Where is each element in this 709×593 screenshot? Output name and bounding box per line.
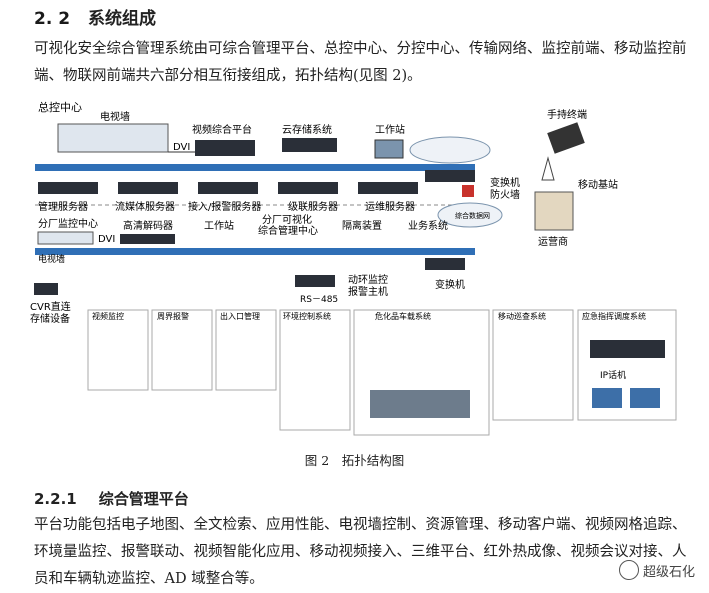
video-platform-device (195, 140, 255, 156)
backbone-bus-bottom (35, 248, 475, 255)
ops-server-device (358, 182, 418, 194)
label-fe-patrol: 移动巡查系统 (498, 311, 546, 321)
mgmt-server-device (38, 182, 98, 194)
section-number: 2. 2 (34, 9, 71, 29)
section-heading: 2. 2 系统组成 (34, 4, 156, 29)
label-cloud-storage: 云存储系统 (282, 123, 332, 136)
data-net-cloud (437, 202, 503, 228)
label-rs485: RS－485 (300, 295, 338, 305)
label-hq: 总控中心 (38, 100, 82, 114)
label-carrier: 运营商 (538, 235, 568, 248)
section-title: 系统组成 (88, 9, 157, 29)
figure-caption: 图 2 拓扑结构图 (304, 453, 405, 468)
label-dvi-1: DVI (173, 142, 190, 153)
firewall-device (462, 185, 474, 197)
fe-video-panel (87, 309, 149, 391)
label-media-server: 流媒体服务器 (115, 200, 175, 213)
fe-env-panel (279, 309, 351, 431)
dispatch-screen-1 (592, 388, 622, 408)
workstation-1-device (374, 139, 404, 159)
mobile-tower (541, 156, 555, 181)
watermark-text: 超级石化 (642, 564, 695, 580)
label-branch: 分厂监控中心 (38, 217, 98, 230)
switch-top-device (425, 170, 475, 182)
cascade-server-device (278, 182, 338, 194)
fe-perimeter-panel (151, 309, 213, 391)
server-row (38, 182, 418, 194)
label-fe-dispatch: 应急指挥调度系统 (582, 311, 646, 321)
label-biz-system: 业务系统 (408, 219, 448, 232)
label-video-wall: 电视墙 (100, 110, 130, 123)
fe-access-panel (215, 309, 277, 391)
label-env-alarm: 动环监控报警主机 (348, 273, 388, 298)
label-fe-access: 出入口管理 (220, 311, 260, 321)
label-isolation: 隔离装置 (342, 219, 382, 232)
label-ip-phone: IP话机 (600, 369, 626, 381)
label-switch-fw: 变换机防火墙 (490, 176, 520, 201)
label-branch-mgmt: 分厂可视化综合管理中心 (258, 213, 318, 237)
media-server-device (118, 182, 178, 194)
subsection-title: 综合管理平台 (98, 490, 189, 508)
backbone-bus-top (35, 164, 475, 171)
label-mgmt-server: 管理服务器 (38, 200, 88, 213)
label-cvr: CVR直连存储设备 (30, 300, 71, 325)
alarm-server-device (198, 182, 258, 194)
label-video-platform: 视频综合平台 (192, 123, 252, 136)
wechat-logo-icon (618, 560, 639, 580)
label-ops-server: 运维服务器 (365, 200, 415, 213)
dispatch-console (590, 340, 665, 358)
label-video-wall-2: 电视墙 (38, 253, 65, 265)
label-cascade-server: 级联服务器 (288, 200, 338, 213)
label-workstation-1: 工作站 (375, 123, 405, 136)
intro-paragraph: 可视化安全综合管理系统由可综合管理平台、总控中心、分控中心、传输网络、监控前端、… (34, 41, 687, 84)
hd-decoder-device (120, 234, 175, 244)
label-alarm-server: 接入/报警服务器 (188, 200, 261, 213)
watermark: 超级石化 (618, 560, 695, 580)
label-handheld: 手持终端 (547, 108, 587, 121)
handheld-device (547, 122, 585, 154)
label-fe-env: 环境控制系统 (283, 311, 331, 321)
label-dvi-2: DVI (98, 234, 115, 245)
cvr-device (34, 283, 58, 295)
label-workstation-2: 工作站 (204, 219, 234, 232)
video-wall-2-device (37, 231, 94, 245)
label-fe-perimeter: 周界报警 (157, 311, 189, 321)
label-net-tag: 综合数据网 (455, 211, 490, 220)
subsection-heading: 2.2.1 综合管理平台 (34, 488, 189, 509)
label-hd-decoder: 高清解码器 (123, 219, 173, 232)
subsection-number: 2.2.1 (34, 490, 77, 508)
carrier-building (534, 191, 574, 231)
env-alarm-device (295, 275, 335, 287)
fe-patrol-panel (492, 309, 574, 421)
video-wall-device (57, 123, 169, 153)
network-cloud-top (409, 136, 491, 164)
label-fe-video: 视频监控 (92, 311, 124, 321)
switch-2-device (425, 258, 465, 270)
body-paragraph: 平台功能包括电子地图、全文检索、应用性能、电视墙控制、资源管理、移动客户端、视频… (34, 517, 687, 587)
label-mobile-bs: 移动基站 (578, 178, 618, 191)
tanker-truck (370, 390, 470, 418)
cloud-storage-device (282, 138, 337, 152)
label-fe-hazmat: 危化品车载系统 (375, 311, 431, 321)
dispatch-screen-2 (630, 388, 660, 408)
topology-diagram: 总控中心 电视墙 DVI 视频综合平台 云存储系统 工作站 管理服务器 流媒体服… (30, 100, 677, 436)
label-switch-2: 变换机 (435, 278, 465, 291)
